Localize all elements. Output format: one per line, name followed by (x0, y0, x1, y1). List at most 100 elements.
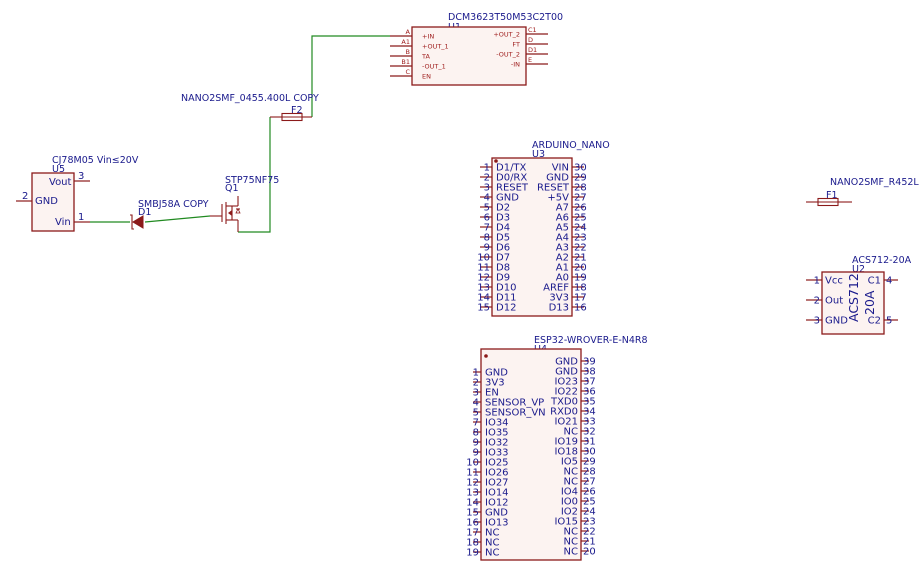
u5-pin-num: 3 (78, 171, 84, 182)
component-d1[interactable]: SMBJ58A COPY D1 (130, 199, 209, 230)
component-u4[interactable]: ESP32-WROVER-E-N4R8 U4 1GND23V33EN4SENSO… (466, 335, 648, 561)
u1-pin[interactable]: B1-OUT_1 (390, 58, 446, 71)
u4-pin-num: 14 (466, 498, 479, 509)
u1-pin[interactable]: DFT (512, 36, 548, 49)
u1-pin[interactable]: A+IN (390, 28, 434, 41)
u3-pin-label: A3 (556, 243, 569, 254)
u3-pin[interactable]: 27+5V (547, 193, 586, 204)
u2-pin[interactable]: 4C1 (868, 276, 898, 287)
u1-pin[interactable]: E-IN (511, 56, 548, 69)
u1-pin[interactable]: BTA (390, 48, 430, 61)
u1-pin[interactable]: C1+OUT_2 (493, 26, 548, 39)
u4-pin-num: 18 (466, 538, 479, 549)
component-f1[interactable]: NANO2SMF_R452L F1 (806, 177, 919, 207)
u2-pin[interactable]: 5C2 (868, 316, 898, 327)
u4-pin-num: 12 (466, 478, 479, 489)
u1-pin-label: -OUT_2 (496, 51, 520, 59)
u4-pin-label: NC (564, 527, 578, 538)
component-f2[interactable]: NANO2SMF_0455.400L COPY F2 (181, 93, 319, 122)
u1-pin[interactable]: D1-OUT_2 (496, 46, 548, 59)
component-q1[interactable]: STP75NF75 Q1 (210, 175, 279, 232)
component-u1[interactable]: DCM3623T50M53C2T00 U1 A+INA1+OUT_1BTAB1-… (390, 12, 563, 86)
pin1-marker-icon (484, 354, 488, 358)
component-u5[interactable]: CJ78M05 Vin≤20V U5 3 Vout 2 GND 1 Vin (16, 155, 139, 232)
u1-pin[interactable]: A1+OUT_1 (390, 38, 449, 51)
u1-pin[interactable]: CEN (390, 68, 431, 81)
